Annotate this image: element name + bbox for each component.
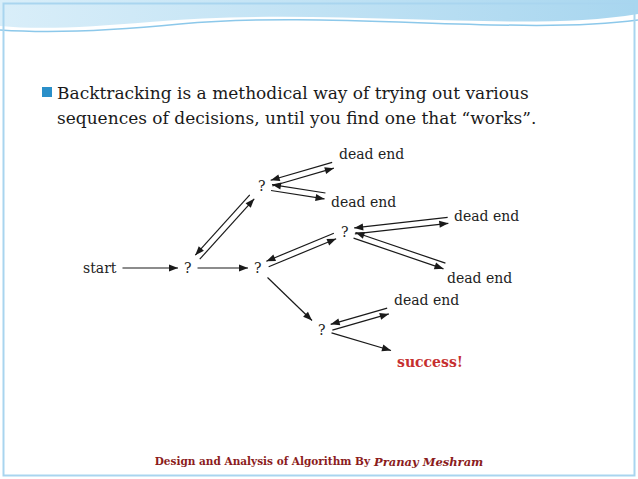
decision-point: ?: [181, 259, 195, 277]
dead-end-node: dead end: [391, 291, 462, 309]
footer: Design and Analysis of Algorithm By Prana…: [0, 455, 638, 469]
node-text: start: [83, 260, 116, 276]
node-text: ?: [341, 224, 349, 240]
node-text: ?: [184, 260, 192, 276]
bullet-mark: [42, 87, 52, 97]
connector: [122, 265, 178, 272]
arrow-head: [239, 265, 248, 272]
success-node: success!: [394, 353, 466, 371]
connector-line: [355, 232, 445, 263]
start-node: start: [80, 259, 119, 277]
arrow-head: [195, 246, 204, 255]
connector-line: [271, 162, 332, 180]
connector: [354, 232, 446, 269]
arrow-head: [326, 239, 336, 246]
arrow-head: [272, 183, 281, 190]
arrow-head: [355, 232, 365, 239]
arrow-head: [434, 263, 444, 270]
dead-end-node: dead end: [328, 193, 399, 211]
connector-line: [332, 333, 391, 351]
node-text: dead end: [447, 270, 512, 286]
arrow-head: [271, 174, 281, 181]
bullet-text: Backtracking is a methodical way of tryi…: [57, 81, 609, 131]
node-text: ?: [254, 260, 262, 276]
node-text: dead end: [339, 146, 404, 162]
connector-line: [195, 195, 249, 255]
arrow-head: [246, 199, 255, 208]
connector-line: [354, 238, 444, 269]
arrow-head: [381, 345, 391, 352]
connector-line: [266, 233, 333, 261]
slide-frame: [4, 4, 635, 476]
decision-point: ?: [255, 177, 269, 195]
decision-point: ?: [251, 259, 265, 277]
connector: [332, 333, 391, 351]
connector: [195, 195, 254, 259]
node-text: dead end: [454, 208, 519, 224]
decision-point: ?: [338, 223, 352, 241]
connector: [266, 233, 336, 266]
arrow-head: [169, 265, 178, 272]
diagram-panel: [82, 138, 550, 390]
dead-end-node: dead end: [336, 145, 407, 163]
connector: [268, 277, 312, 320]
dead-end-node: dead end: [444, 269, 515, 287]
arrow-head: [354, 223, 363, 230]
dead-end-node: dead end: [451, 207, 522, 225]
author-name: Pranay Meshram: [374, 455, 483, 469]
arrow-head: [439, 221, 448, 228]
node-text: ?: [258, 178, 266, 194]
connector: [271, 162, 334, 186]
connector-line: [331, 308, 387, 324]
connector-line: [268, 277, 312, 320]
connector-line: [200, 199, 254, 259]
arrow-head: [266, 255, 276, 262]
header-wave-line: [0, 20, 638, 32]
connector: [198, 265, 248, 272]
connector-line: [269, 239, 336, 267]
node-text: ?: [318, 322, 326, 338]
connector: [354, 217, 448, 234]
arrow-head: [331, 318, 341, 325]
arrow-head: [303, 312, 312, 321]
connector: [331, 308, 389, 330]
node-text: dead end: [394, 292, 459, 308]
connector: [271, 183, 325, 201]
node-text: dead end: [331, 194, 396, 210]
arrow-head: [315, 194, 324, 201]
node-text: success!: [397, 354, 463, 370]
connector-line: [355, 223, 448, 234]
arrow-head: [379, 313, 389, 320]
connector-line: [354, 217, 447, 228]
footer-text: Design and Analysis of Algorithm By: [155, 455, 370, 469]
arrow-head: [324, 167, 334, 174]
decision-point: ?: [315, 321, 329, 339]
